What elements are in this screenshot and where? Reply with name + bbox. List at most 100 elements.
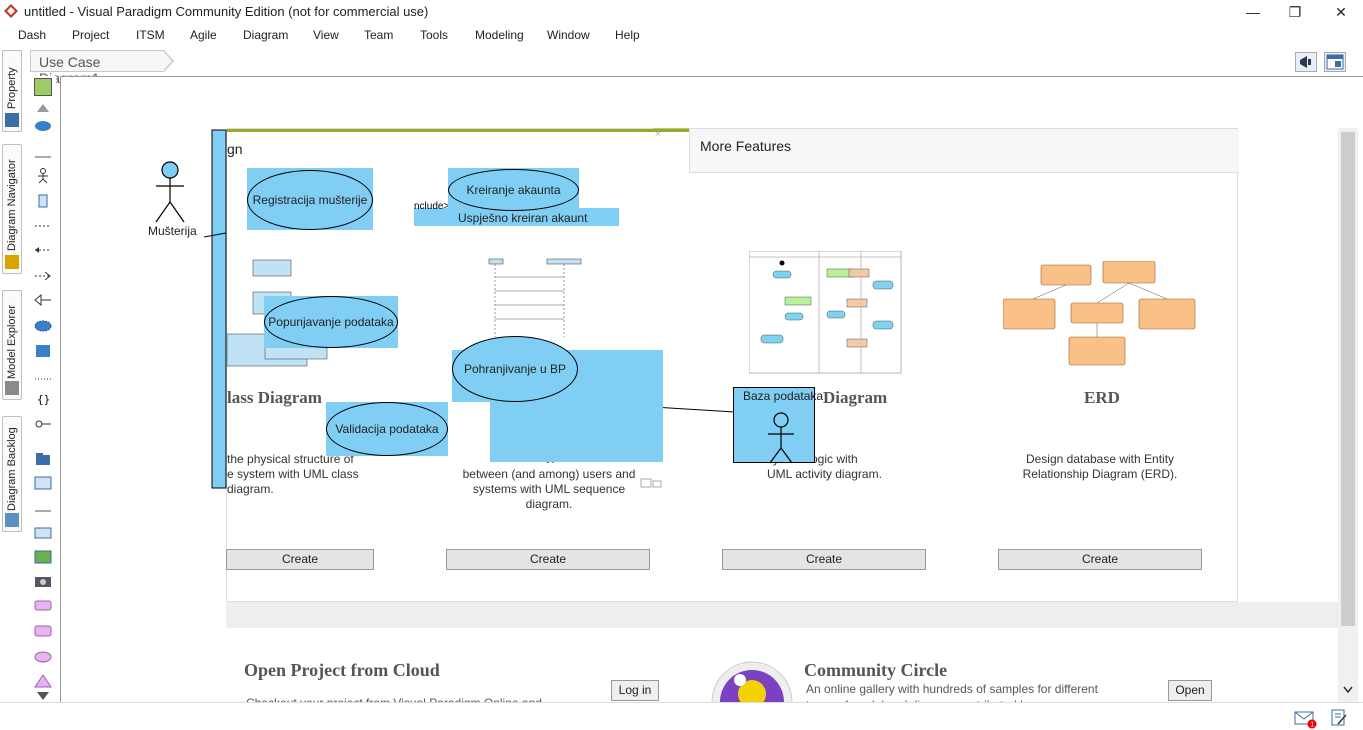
tab-diagram-partial-label: gn xyxy=(227,141,243,157)
dependency-tool-icon[interactable] xyxy=(34,270,52,284)
sequence-diagram-thumbnail xyxy=(488,258,582,337)
breadcrumb-arrow-inner xyxy=(163,51,172,71)
create-class-diagram-button[interactable]: Create xyxy=(226,549,374,570)
menu-agile[interactable]: Agile xyxy=(190,28,217,42)
class-diagram-title: lass Diagram xyxy=(227,388,322,407)
create-sequence-diagram-button[interactable]: Create xyxy=(446,549,650,570)
open-button[interactable]: Open xyxy=(1168,680,1212,701)
actor-musterija-label: Mušterija xyxy=(148,224,197,238)
collaboration-tool-icon[interactable] xyxy=(34,320,52,334)
use-case-kreiranje[interactable]: Kreiranje akaunta xyxy=(448,169,579,211)
line-tool-icon[interactable] xyxy=(34,148,52,162)
menu-project[interactable]: Project xyxy=(72,28,110,42)
erd-title: ERD xyxy=(1084,388,1120,407)
note-tool-icon[interactable] xyxy=(34,344,52,358)
scrollbar-thumb[interactable] xyxy=(1341,132,1355,626)
sequence-desc-line4: diagram. xyxy=(525,497,573,511)
select-tool-icon[interactable] xyxy=(34,78,52,96)
community-circle-logo-icon xyxy=(711,661,793,702)
actor-tool-icon[interactable] xyxy=(34,168,52,184)
callout-icon[interactable] xyxy=(34,526,52,540)
use-case-validacija[interactable]: Validacija podataka xyxy=(326,402,448,456)
use-case-registracija[interactable]: Registracija mušterije xyxy=(247,170,373,230)
open-cloud-title: Open Project from Cloud xyxy=(244,660,440,680)
layout-panel-icon[interactable] xyxy=(1324,52,1346,72)
window-title: untitled - Visual Paradigm Community Edi… xyxy=(24,4,429,19)
actor-baza-label: Baza podataka xyxy=(743,389,824,403)
tab-diagram-partial[interactable]: gn × xyxy=(227,129,689,173)
triangle-tool-icon[interactable] xyxy=(34,674,52,688)
status-bar: 1 xyxy=(0,702,1363,730)
menu-itsm[interactable]: ITSM xyxy=(136,28,165,42)
side-panel-tabs: Property Diagram Navigator Model Explore… xyxy=(0,48,24,728)
oval-tool-icon[interactable] xyxy=(34,650,52,664)
generalization-tool-icon[interactable] xyxy=(34,293,52,308)
menu-diagram[interactable]: Diagram xyxy=(243,28,289,42)
extend-tool-icon[interactable] xyxy=(34,244,52,258)
backlog-icon xyxy=(5,513,19,527)
menu-window[interactable]: Window xyxy=(547,28,590,42)
scroll-down-arrow-icon[interactable] xyxy=(1343,686,1353,694)
use-case-kreiranje-label: Kreiranje akaunta xyxy=(466,183,561,197)
activity-diagram-title: Diagram xyxy=(823,388,888,407)
app-logo-icon xyxy=(4,4,18,18)
svg-text:{}: {} xyxy=(37,393,50,406)
image-tool-icon[interactable] xyxy=(34,550,52,564)
scroll-up-icon[interactable] xyxy=(34,102,52,116)
menu-team[interactable]: Team xyxy=(364,28,394,42)
comment-tool-icon[interactable] xyxy=(34,600,52,614)
tab-model-explorer[interactable]: Model Explorer xyxy=(2,290,22,400)
tab-property[interactable]: Property xyxy=(2,50,22,132)
sequence-desc-line3: systems with UML sequence xyxy=(472,482,626,496)
note-uspjesno: Uspješno kreiran akaunt xyxy=(458,211,588,225)
menu-help[interactable]: Help xyxy=(615,28,640,42)
community-circle-desc: An online gallery with hundreds of sampl… xyxy=(806,682,1098,696)
use-case-tool-icon[interactable] xyxy=(34,120,52,134)
tab-diagram-navigator[interactable]: Diagram Navigator xyxy=(2,144,22,274)
sequence-desc-line2: between (and among) users and xyxy=(462,467,636,481)
diagram-palette: {} xyxy=(30,76,56,702)
diagram-overview-icon[interactable] xyxy=(34,476,52,490)
constraint-tool-icon[interactable]: {} xyxy=(34,392,52,406)
tab-more-features[interactable]: More Features xyxy=(689,129,1239,173)
actor-musterija-icon[interactable] xyxy=(150,160,190,224)
include-tool-icon[interactable] xyxy=(34,220,52,234)
notification-count: 1 xyxy=(1310,722,1314,729)
scroll-down-icon[interactable] xyxy=(34,690,52,700)
menu-dash[interactable]: Dash xyxy=(18,28,47,42)
system-tool-icon[interactable] xyxy=(34,194,52,208)
log-in-button[interactable]: Log in xyxy=(611,680,659,701)
tab-diagram-backlog[interactable]: Diagram Backlog xyxy=(2,416,22,532)
sequence-thumb-gap xyxy=(452,402,490,462)
erd-thumbnail xyxy=(1003,261,1196,366)
separator-icon[interactable] xyxy=(34,502,52,516)
containment-tool-icon[interactable] xyxy=(34,418,52,432)
vertical-scrollbar[interactable] xyxy=(1338,128,1358,702)
note-success-bg xyxy=(414,208,619,226)
restore-button[interactable]: ❐ xyxy=(1288,4,1302,20)
notification-mail-icon[interactable]: 1 xyxy=(1294,709,1318,729)
edit-document-icon[interactable] xyxy=(1330,709,1348,727)
model-explorer-icon xyxy=(5,381,19,395)
use-case-validacija-label: Validacija podataka xyxy=(335,422,439,436)
package-tool-icon[interactable] xyxy=(34,452,52,466)
use-case-popunjavanje[interactable]: Popunjavanje podataka xyxy=(264,296,398,348)
menu-modeling[interactable]: Modeling xyxy=(475,28,524,42)
navigator-icon xyxy=(5,255,19,269)
use-case-pohranjivanje[interactable]: Pohranjivanje u BP xyxy=(452,336,578,402)
create-activity-diagram-button[interactable]: Create xyxy=(722,549,926,570)
property-icon xyxy=(5,113,19,127)
actor-baza-icon[interactable] xyxy=(766,412,796,464)
close-icon[interactable]: × xyxy=(655,129,661,140)
minimize-button[interactable]: — xyxy=(1246,4,1260,20)
menu-tools[interactable]: Tools xyxy=(420,28,449,42)
close-button[interactable]: ✕ xyxy=(1335,4,1347,20)
create-erd-button[interactable]: Create xyxy=(998,549,1202,570)
erd-desc: Design database with Entity Relationship… xyxy=(1022,452,1178,481)
menu-view[interactable]: View xyxy=(313,28,339,42)
camera-tool-icon[interactable] xyxy=(34,574,52,588)
rectangle-tool-icon[interactable] xyxy=(34,624,52,638)
resize-handle-icon[interactable] xyxy=(640,476,664,490)
announcement-icon[interactable] xyxy=(1295,52,1317,72)
